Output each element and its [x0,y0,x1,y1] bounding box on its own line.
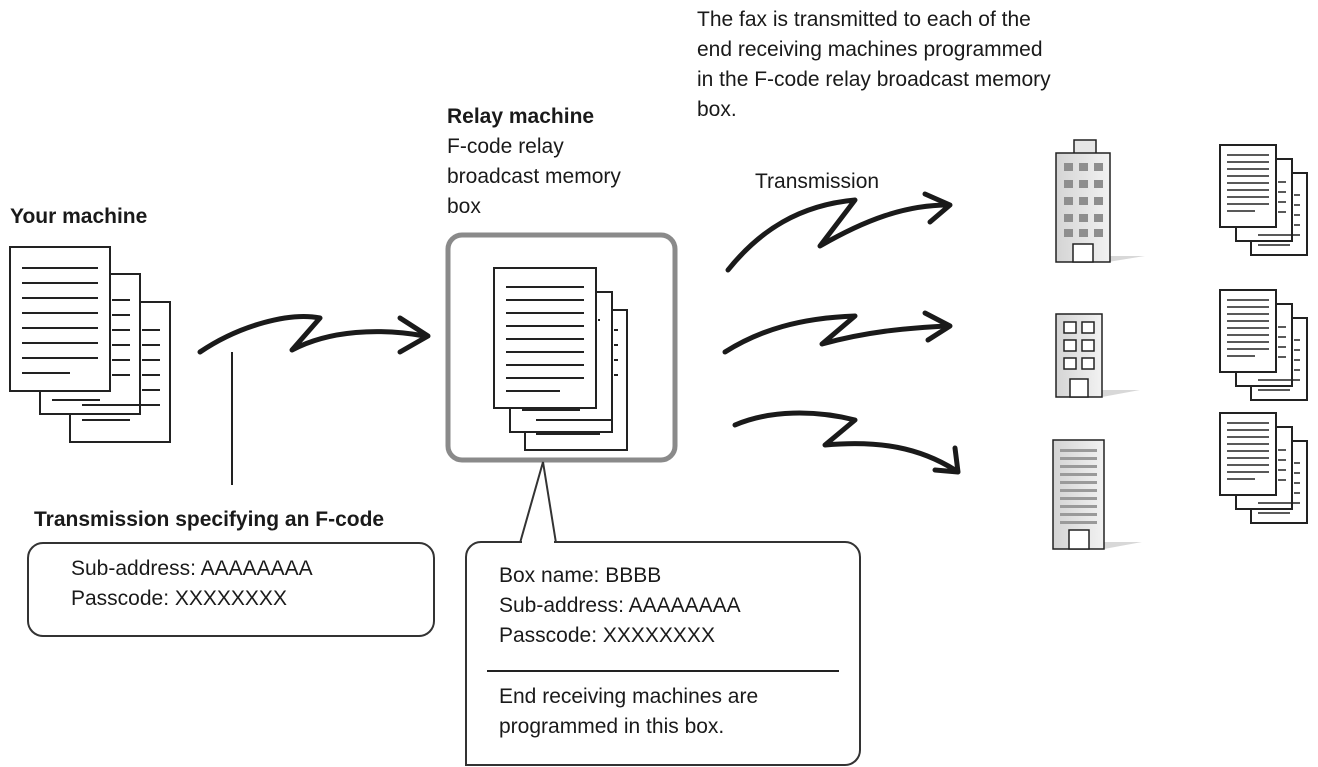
box-passcode: Passcode: XXXXXXXX [499,624,715,647]
sender-callout: Sub-address: AAAAAAAA Passcode: XXXXXXXX [27,542,435,637]
memory-box-icon [445,232,678,463]
box-sub-address: Sub-address: AAAAAAAA [499,594,741,617]
relay-machine-line: F-code relay [447,135,564,158]
box-details: Box name: BBBB Sub-address: AAAAAAAA Pas… [499,561,741,651]
relay-machine-label: Relay machine F-code relay broadcast mem… [447,102,621,222]
received-documents-3-icon [1219,412,1308,524]
pointer-gap [522,540,554,544]
relay-machine-line: box [447,195,481,218]
box-callout: Box name: BBBB Sub-address: AAAAAAAA Pas… [465,541,861,766]
transmission-arrow-2-icon [722,310,953,355]
broadcast-note-line: in the F-code relay broadcast memory [697,68,1051,91]
sender-sub-address: Sub-address: AAAAAAAA [71,557,313,580]
fcode-heading: Transmission specifying an F-code [34,508,385,531]
building-2-icon [1055,313,1140,398]
received-documents-1-icon [1219,144,1308,256]
box-note: End receiving machines are programmed in… [499,682,758,742]
fax-transmission-arrow-icon [197,314,431,355]
broadcast-note-line: The fax is transmitted to each of the [697,8,1031,31]
box-name: Box name: BBBB [499,564,662,587]
broadcast-note-line: box. [697,98,737,121]
your-machine-label: Your machine [10,205,148,228]
transmission-arrow-1-icon [725,191,953,273]
box-note-line: End receiving machines are [499,685,759,708]
broadcast-note: The fax is transmitted to each of the en… [697,5,1051,125]
relay-machine-line: broadcast memory [447,165,621,188]
building-1-icon [1055,139,1145,263]
your-machine-documents-icon [9,246,171,443]
sender-passcode: Passcode: XXXXXXXX [71,587,287,610]
transmission-arrow-3-icon [732,410,961,475]
box-note-line: programmed in this box. [499,715,725,738]
relay-machine-title: Relay machine [447,105,595,128]
box-callout-divider [487,670,839,672]
transmission-label: Transmission [755,170,880,193]
box-callout-pointer [519,461,557,544]
building-3-icon [1052,439,1142,550]
received-documents-2-icon [1219,289,1308,401]
broadcast-note-line: end receiving machines programmed [697,38,1043,61]
